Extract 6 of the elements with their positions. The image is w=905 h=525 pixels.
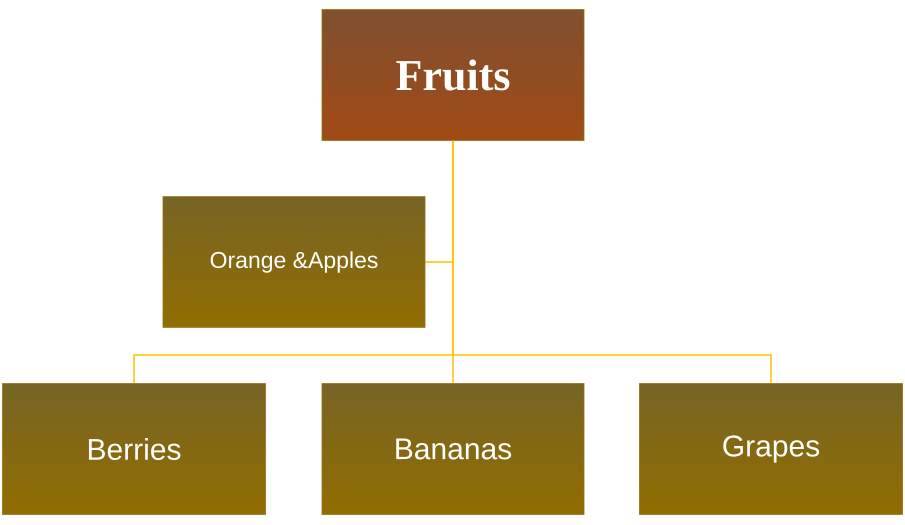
category-box: Berries (2, 383, 266, 515)
connector-line (452, 140, 772, 384)
category-box: Grapes (639, 383, 903, 515)
category-box: Bananas (322, 383, 584, 515)
title-box: Fruits (322, 9, 584, 141)
category-box: Orange &Apples (162, 196, 426, 328)
